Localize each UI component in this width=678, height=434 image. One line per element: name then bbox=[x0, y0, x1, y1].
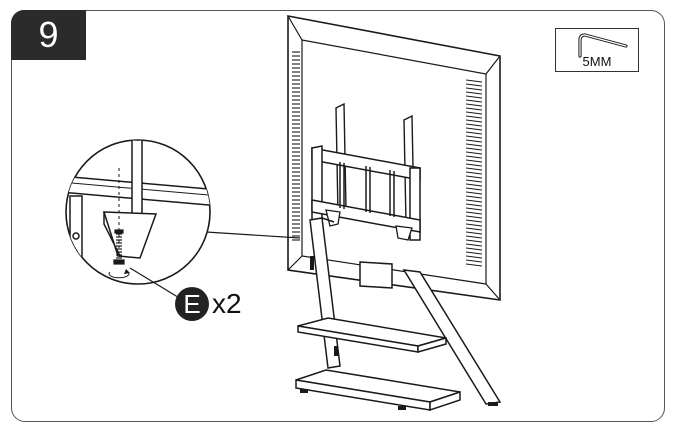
stand-feet bbox=[300, 389, 498, 410]
tool-indicator: 5MM bbox=[555, 28, 639, 72]
upper-shelf bbox=[297, 317, 447, 353]
tv-left-vent bbox=[292, 51, 300, 241]
tv-monitor bbox=[287, 15, 501, 301]
detail-leader-line bbox=[205, 231, 301, 239]
stand-base-connectors bbox=[310, 256, 338, 356]
step-number-badge: 9 bbox=[11, 10, 86, 60]
tool-size-label: 5MM bbox=[582, 54, 612, 69]
rotate-arrow-icon bbox=[108, 271, 130, 279]
part-letter-badge: E bbox=[175, 287, 209, 321]
detail-zoom-circle bbox=[65, 139, 211, 285]
tv-right-vent bbox=[465, 79, 483, 267]
mount-frame bbox=[311, 145, 421, 241]
part-letter: E bbox=[183, 288, 201, 319]
lower-shelf bbox=[295, 369, 461, 412]
part-callout: E x2 bbox=[175, 287, 242, 321]
part-quantity: x2 bbox=[212, 288, 242, 319]
step-number: 9 bbox=[38, 14, 59, 55]
hex-key-icon bbox=[578, 33, 628, 58]
screw-part-e bbox=[113, 229, 125, 265]
